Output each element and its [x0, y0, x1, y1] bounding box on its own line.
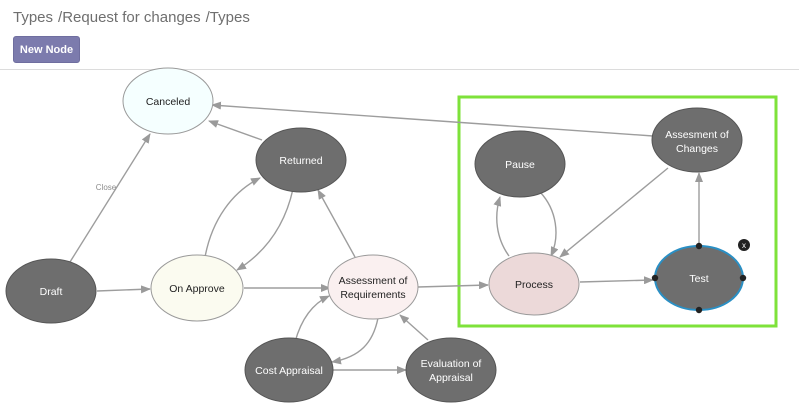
edge-pause-process[interactable] — [539, 191, 559, 257]
node-draft[interactable]: Draft — [5, 258, 97, 324]
edge-assessment-process[interactable] — [417, 281, 489, 290]
node-returned[interactable]: Returned — [255, 127, 347, 193]
edge-changes-canceled[interactable] — [211, 101, 654, 137]
edge-evaluation-assessment[interactable] — [399, 314, 429, 341]
node-label: Draft — [40, 286, 63, 298]
node-pause[interactable]: Pause — [474, 130, 566, 198]
node-label-line2: Requirements — [340, 289, 405, 301]
node-label: Canceled — [146, 96, 191, 108]
node-assessment-of-requirements[interactable]: Assessment of Requirements — [327, 254, 419, 320]
connection-handle-left[interactable] — [651, 274, 659, 282]
selection-box — [457, 95, 778, 328]
new-node-button[interactable]: New Node — [13, 36, 80, 63]
node-label: Process — [515, 279, 553, 291]
edge-assessment-cost[interactable] — [331, 317, 379, 365]
edge-label-close: Close — [96, 183, 117, 192]
connection-handle-right[interactable] — [739, 274, 747, 282]
node-label-line2: Appraisal — [429, 372, 473, 384]
node-label: On Approve — [169, 283, 225, 295]
connection-handle-top[interactable] — [695, 242, 703, 250]
breadcrumb: Types/Request for changes/Types — [13, 9, 250, 26]
node-cost-appraisal[interactable]: Cost Appraisal — [244, 337, 334, 403]
edge-returned-on-approve[interactable] — [236, 188, 294, 271]
edge-changes-process[interactable] — [559, 167, 669, 258]
node-label: Cost Appraisal — [255, 365, 323, 377]
connection-handle-bottom[interactable] — [695, 306, 703, 314]
delete-node-button[interactable]: x — [738, 239, 750, 251]
edge-on-approve-returned[interactable] — [204, 177, 261, 258]
edge-draft-on-approve[interactable] — [96, 285, 151, 294]
node-label: Returned — [279, 155, 322, 167]
edge-draft-canceled[interactable] — [69, 133, 151, 263]
edge-process-pause[interactable] — [493, 196, 510, 257]
divider — [0, 69, 799, 70]
node-process[interactable]: Process — [488, 252, 580, 316]
node-on-approve[interactable]: On Approve — [150, 254, 244, 322]
edge-assessment-returned[interactable] — [317, 189, 356, 258]
node-canceled[interactable]: Canceled — [122, 67, 214, 135]
node-label-line1: Assesment of — [665, 129, 729, 141]
breadcrumb-separator: / — [58, 9, 63, 26]
edge-process-test[interactable] — [579, 276, 654, 285]
node-evaluation-of-appraisal[interactable]: Evaluation of Appraisal — [405, 337, 497, 403]
breadcrumb-types-link[interactable]: Types — [13, 9, 54, 26]
node-assesment-of-changes[interactable]: Assesment of Changes — [651, 107, 743, 173]
breadcrumb-separator: / — [205, 9, 210, 26]
edge-cost-assessment[interactable] — [294, 295, 330, 343]
breadcrumb-request-link[interactable]: Request for changes — [62, 9, 201, 26]
node-test-selected[interactable]: Test — [651, 242, 747, 314]
node-label-line1: Assessment of — [339, 275, 408, 287]
breadcrumb-current: Types — [209, 9, 250, 26]
edge-returned-canceled[interactable] — [208, 120, 263, 141]
delete-icon: x — [742, 241, 746, 250]
node-label: Pause — [505, 159, 535, 171]
node-label-line1: Evaluation of — [421, 358, 482, 370]
node-label: Test — [689, 273, 708, 285]
node-label-line2: Changes — [676, 143, 718, 155]
